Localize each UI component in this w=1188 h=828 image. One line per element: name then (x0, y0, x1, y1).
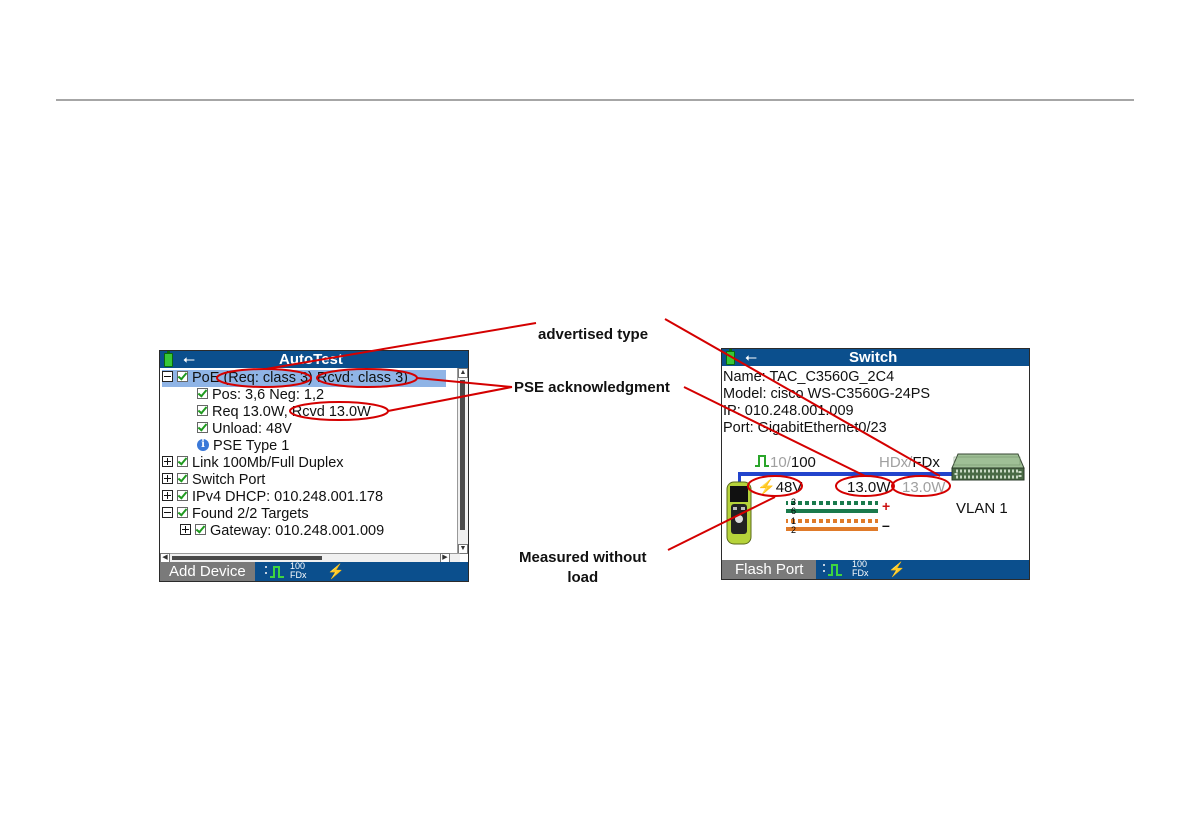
leader-advertised-left (265, 322, 537, 370)
callout-power-received (891, 475, 951, 497)
tree-row-unload[interactable]: Unload: 48V (197, 421, 292, 438)
tree-row-power[interactable]: Req 13.0W, Rcvd 13.0W (197, 404, 371, 421)
page-divider (56, 99, 1134, 101)
pair-label-1: 1 (791, 516, 797, 526)
scroll-thumb[interactable] (460, 380, 465, 530)
lightning-icon: ⚡ (888, 561, 906, 577)
leader-pse-switch (683, 386, 866, 477)
battery-icon (164, 351, 173, 367)
leader-pse-power (387, 386, 513, 412)
tree-row-poe[interactable]: PoE (Req: class 3) Rcvd: class 3) (162, 370, 446, 387)
pair-6 (786, 509, 878, 513)
tree-row-pairs[interactable]: Pos: 3,6 Neg: 1,2 (197, 387, 324, 404)
power-received: 13.0W (902, 479, 946, 496)
callout-power-requested (835, 475, 895, 497)
usb-icon: ⭠ (183, 351, 196, 368)
screen-title: Switch (849, 349, 898, 366)
status-bar: Add Device 100 FDx ⚡ (160, 562, 468, 581)
leader-measured (667, 496, 776, 551)
check-icon (177, 507, 188, 519)
expand-icon[interactable] (180, 524, 191, 536)
results-tree: PoE (Req: class 3) Rcvd: class 3) Pos: 3… (160, 368, 460, 561)
expand-icon[interactable] (162, 473, 173, 485)
link-cable-drop (738, 472, 741, 486)
pair-3-stripes (787, 501, 877, 505)
link-cable (738, 472, 964, 476)
tree-row-link[interactable]: Link 100Mb/Full Duplex (162, 455, 344, 472)
pair-label-3: 3 (791, 497, 797, 507)
link-pulse-icon (755, 455, 769, 467)
leader-advertised-right (664, 318, 941, 477)
negative-sign: – (882, 517, 890, 533)
switch-screen: ⭠ Switch Name: TAC_C3560G_2C4 Model: cis… (721, 348, 1030, 580)
pair-1-stripes (787, 519, 877, 523)
callout-rcvd-power (289, 401, 389, 421)
expand-icon[interactable] (162, 490, 173, 502)
collapse-icon[interactable] (162, 507, 173, 519)
tree-row-dhcp[interactable]: IPv4 DHCP: 010.248.001.178 (162, 489, 383, 506)
annotation-advertised-type: advertised type (538, 326, 649, 343)
switch-model: Model: cisco WS-C3560G-24PS (723, 386, 931, 402)
pair-label-6: 6 (791, 506, 797, 516)
flash-port-button[interactable]: Flash Port (722, 560, 817, 579)
link-speed: 100 FDx (852, 559, 869, 578)
scroll-down-icon[interactable]: ▼ (458, 544, 468, 554)
pair-label-2: 2 (791, 525, 797, 535)
check-icon (197, 422, 208, 434)
annotation-pse-acknowledgment: PSE acknowledgment (514, 379, 670, 396)
check-icon (197, 405, 208, 417)
annotation-measured-without-load: Measured without load (519, 549, 647, 586)
callout-rcvd-class (316, 368, 418, 388)
check-icon (177, 490, 188, 502)
expand-icon[interactable] (162, 456, 173, 468)
vlan-label: VLAN 1 (956, 500, 1008, 517)
check-icon (177, 473, 188, 485)
tree-row-gateway[interactable]: Gateway: 010.248.001.009 (180, 523, 384, 540)
check-icon (195, 524, 206, 536)
tree-row-switch-port[interactable]: Switch Port (162, 472, 265, 489)
duplex-indicator: HDx/FDx (879, 454, 940, 471)
link-pulse-icon (265, 566, 284, 578)
switch-name: Name: TAC_C3560G_2C4 (723, 369, 895, 385)
vertical-scrollbar[interactable]: ▲ ▼ (457, 368, 468, 554)
speed-indicator: 10/100 (770, 454, 816, 471)
status-bar: Flash Port 100 FDx ⚡ (722, 560, 1029, 579)
callout-req-class (216, 368, 312, 388)
link-speed: 100 FDx (290, 561, 307, 580)
tree-row-targets[interactable]: Found 2/2 Targets (162, 506, 309, 523)
info-icon: i (197, 438, 209, 451)
link-diagram (726, 453, 1025, 545)
callout-voltage (747, 475, 803, 497)
network-switch-icon (951, 453, 1025, 481)
lightning-icon: ⚡ (327, 563, 345, 579)
check-icon (177, 371, 188, 383)
check-icon (197, 388, 208, 400)
pair-2 (786, 527, 878, 531)
leader-pse-class (416, 377, 513, 388)
lightning-icon: ⚡ (757, 479, 776, 496)
handheld-tester-icon (726, 481, 752, 545)
switch-port: Port: GigabitEthernet0/23 (723, 420, 887, 436)
check-icon (177, 456, 188, 468)
scroll-up-icon[interactable]: ▲ (458, 368, 468, 378)
positive-sign: + (882, 498, 891, 514)
add-device-button[interactable]: Add Device (160, 562, 255, 581)
usb-icon: ⭠ (745, 349, 758, 366)
collapse-icon[interactable] (162, 371, 173, 383)
link-pulse-icon (823, 564, 842, 576)
title-bar: ⭠ Switch (722, 349, 1029, 366)
scroll-thumb-horizontal[interactable] (172, 556, 322, 560)
power-requested: 13.0W (847, 479, 891, 496)
